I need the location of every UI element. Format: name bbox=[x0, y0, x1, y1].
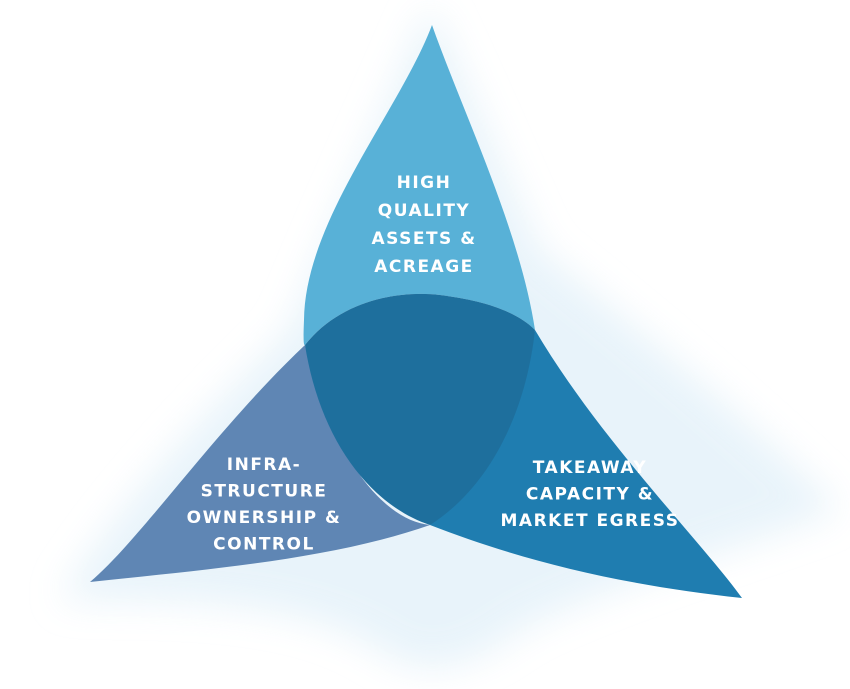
petal-label-top: HIGH QUALITY ASSETS & ACREAGE bbox=[371, 173, 476, 277]
petal-label-left-line: OWNERSHIP & bbox=[187, 508, 342, 528]
center-overlap bbox=[305, 293, 535, 525]
petal-top bbox=[303, 25, 535, 345]
petal-right bbox=[430, 330, 742, 598]
petal-label-left-line: STRUCTURE bbox=[201, 482, 328, 502]
petal-label-left-line: INFRA- bbox=[227, 455, 301, 475]
petal-label-right-line: MARKET EGRESS bbox=[501, 511, 680, 531]
petal-label-right-line: CAPACITY & bbox=[526, 485, 654, 505]
petal-label-right-line: TAKEAWAY bbox=[533, 458, 647, 478]
petal-label-left-line: CONTROL bbox=[213, 535, 315, 555]
petal-label-top-line: HIGH bbox=[397, 173, 452, 193]
petal-left bbox=[90, 345, 430, 582]
petal-label-top-line: ACREAGE bbox=[374, 257, 474, 277]
petal-label-right: TAKEAWAY CAPACITY & MARKET EGRESS bbox=[501, 458, 680, 531]
petal-label-top-line: ASSETS & bbox=[371, 229, 476, 249]
petal-label-top-line: QUALITY bbox=[378, 201, 470, 221]
petal-label-left: INFRA- STRUCTURE OWNERSHIP & CONTROL bbox=[187, 455, 342, 555]
